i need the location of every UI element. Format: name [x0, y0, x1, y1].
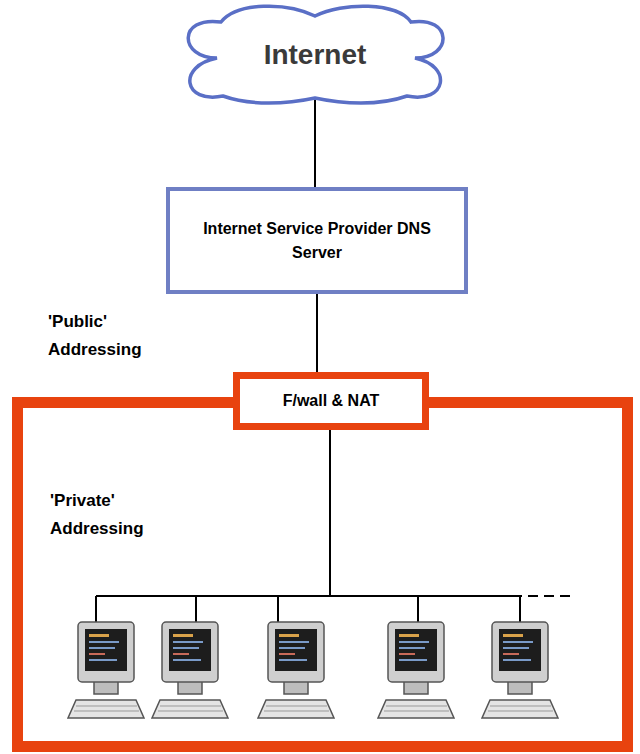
cloud-shape — [188, 6, 443, 103]
isp-box: Internet Service Provider DNS Server — [166, 187, 468, 294]
node-label: F/wall & NAT — [275, 390, 388, 412]
network-link — [314, 100, 316, 187]
internet-cloud: Internet — [175, 0, 455, 108]
node-label: Internet Service Provider DNS Server — [170, 217, 464, 265]
workstation — [68, 622, 144, 718]
network-link — [316, 294, 318, 372]
workstation — [378, 622, 454, 718]
workstation — [258, 622, 334, 718]
workstation — [152, 622, 228, 718]
workstations — [68, 622, 558, 718]
region-label: 'Private' Addressing — [50, 487, 175, 543]
lan-wiring — [96, 430, 574, 622]
addressing-label: 'Public' Addressing — [48, 308, 173, 364]
workstation — [482, 622, 558, 718]
private-network-region: F/wall & NAT'Private' Addressing — [12, 397, 633, 752]
firewall-nat-box: F/wall & NAT — [233, 372, 429, 430]
node-label: Internet — [256, 37, 375, 72]
